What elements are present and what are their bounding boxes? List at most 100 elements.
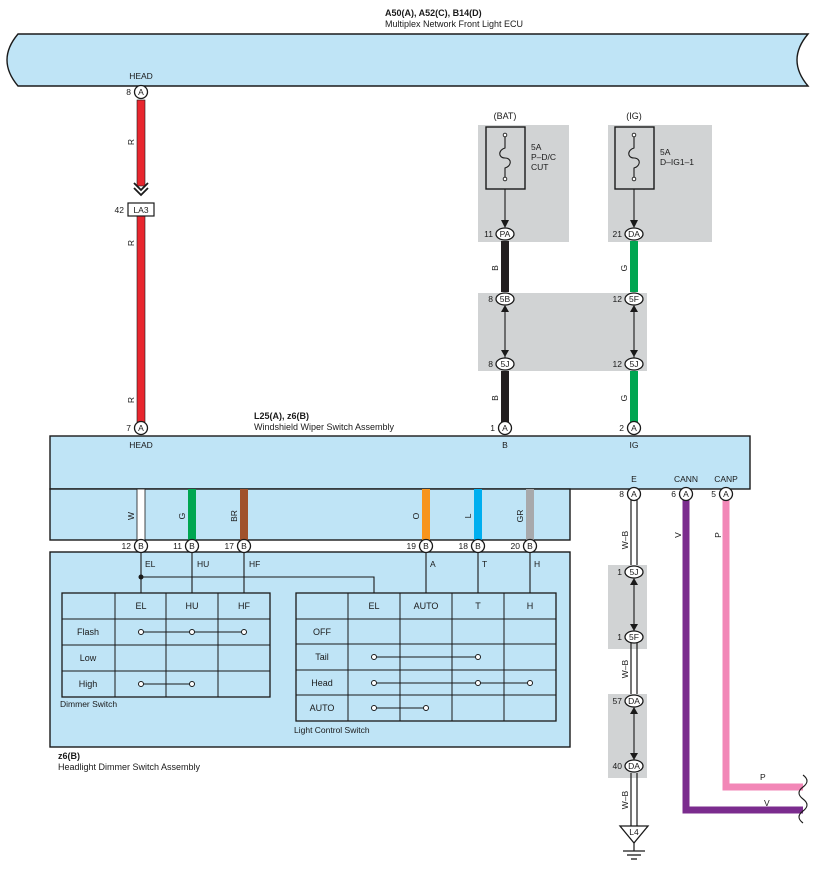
pin-5b: [495, 292, 515, 306]
pin-t-num: 18: [459, 541, 469, 551]
term-el: EL: [145, 559, 156, 569]
pin-e-conn: A: [631, 489, 637, 499]
dimmer-row-flash: Flash: [77, 627, 99, 637]
wiper-canp-terminal: CANP: [714, 474, 738, 484]
wire-color-g-1: G: [619, 265, 629, 272]
ground-icon: [618, 825, 650, 845]
light-col-el: EL: [368, 601, 379, 611]
wire-g-1: [630, 241, 638, 292]
bat-source: (BAT): [494, 111, 517, 121]
pin-h: [522, 538, 538, 554]
la3-pin-num: 42: [115, 205, 125, 215]
pin-e-5f: [624, 630, 644, 644]
ground-label: L4: [629, 827, 639, 837]
arrow-up-icon: [630, 305, 638, 312]
dimmer-switch-table: EL HU HF Flash Low High: [61, 592, 271, 698]
wire-color-wb-1: W–B: [620, 530, 630, 549]
pin-hf-conn: B: [241, 541, 247, 551]
pin-e-5j-num: 1: [617, 567, 622, 577]
pin-a-conn: B: [423, 541, 429, 551]
wire-color-o: O: [411, 512, 421, 519]
bat-fuse-block: [478, 125, 569, 242]
pin-da-21-conn: DA: [628, 229, 640, 239]
wiper-head-terminal: HEAD: [129, 440, 153, 450]
pin-e-5f-num: 1: [617, 632, 622, 642]
ig-source: (IG): [626, 111, 642, 121]
wire-p: [722, 500, 803, 791]
pin-e-da-57-conn: DA: [628, 696, 640, 706]
pin-el-num: 12: [122, 541, 132, 551]
term-hf: HF: [249, 559, 260, 569]
light-row-head: Head: [311, 678, 333, 688]
wire-g: [188, 489, 196, 540]
pin-da-21: [624, 227, 644, 241]
wire-g-2: [630, 371, 638, 422]
pin-t: [470, 538, 486, 554]
wire-color-p-out: P: [760, 772, 766, 782]
pin-5j-12-num: 12: [613, 359, 623, 369]
wiper-ig-terminal: IG: [630, 440, 639, 450]
arrow-down-icon: [501, 220, 509, 228]
pin-ig-conn: A: [631, 423, 637, 433]
wire-r-2: [136, 215, 146, 423]
bat-fuse-name2: CUT: [531, 162, 548, 172]
wire-color-gr: GR: [515, 510, 525, 523]
wire-color-r-2: R: [126, 240, 136, 246]
ecu-name: Multiplex Network Front Light ECU: [385, 19, 523, 29]
pin-e-num: 8: [619, 489, 624, 499]
light-control-table: EL AUTO T H OFF Tail Head AUTO: [295, 592, 557, 722]
pin-5f-12: [624, 292, 644, 306]
dimmer-flash-hf-dot: [241, 629, 247, 635]
pin-cann-num: 6: [671, 489, 676, 499]
dimmer-high-hu-dot: [189, 681, 195, 687]
pin-canp: [718, 486, 734, 502]
wire-color-wb-2: W–B: [620, 659, 630, 678]
pin-head-bottom-conn: A: [138, 423, 144, 433]
ig-fuse-block: [608, 125, 712, 242]
pin-head-bottom: [133, 420, 149, 436]
la3-label: LA3: [133, 205, 148, 215]
wiper-cann-terminal: CANN: [674, 474, 698, 484]
term-t: T: [482, 559, 487, 569]
pin-hu-num: 11: [173, 541, 182, 551]
pin-cann-conn: A: [683, 489, 689, 499]
pin-hf-num: 17: [225, 541, 235, 551]
wire-color-r-3: R: [126, 397, 136, 403]
wire-gr: [526, 489, 534, 540]
pin-ig: [626, 420, 642, 436]
light-col-h: H: [527, 601, 534, 611]
pin-5j-12-conn: 5J: [630, 359, 639, 369]
wiper-name: Windshield Wiper Switch Assembly: [254, 422, 395, 432]
light-head-h-dot: [527, 680, 533, 686]
pin-5b-conn: 5B: [500, 294, 511, 304]
ecu-code: A50(A), A52(C), B14(D): [385, 8, 482, 18]
dimmer-col-hf: HF: [238, 601, 250, 611]
pin-pa-num: 11: [484, 229, 493, 239]
arrow-up-icon: [630, 707, 638, 714]
pin-canp-num: 5: [711, 489, 716, 499]
wire-l: [474, 489, 482, 540]
pin-e-da-40: [624, 759, 644, 773]
wire-br: [240, 489, 248, 540]
arrow-down-icon: [630, 350, 638, 357]
pin-head-bottom-num: 7: [126, 423, 131, 433]
bat-fuse-amp: 5A: [531, 142, 542, 152]
pin-e-5f-conn: 5F: [629, 632, 639, 642]
wiper-b-terminal: B: [502, 440, 508, 450]
pin-pa-conn: PA: [500, 229, 511, 239]
pin-a-num: 19: [407, 541, 417, 551]
pin-e-5j: [624, 565, 644, 579]
pin-5j-8: [495, 357, 515, 371]
pin-h-conn: B: [527, 541, 533, 551]
wire-color-g: G: [177, 513, 187, 520]
pin-cann: [678, 486, 694, 502]
pin-hu: [184, 538, 200, 554]
term-a: A: [430, 559, 436, 569]
pin-e-da-57: [624, 694, 644, 708]
pin-head-top: [133, 84, 149, 100]
pin-pa: [495, 227, 515, 241]
pin-5j-8-conn: 5J: [501, 359, 510, 369]
ecu-head-terminal: HEAD: [129, 71, 153, 81]
light-row-tail: Tail: [315, 652, 329, 662]
